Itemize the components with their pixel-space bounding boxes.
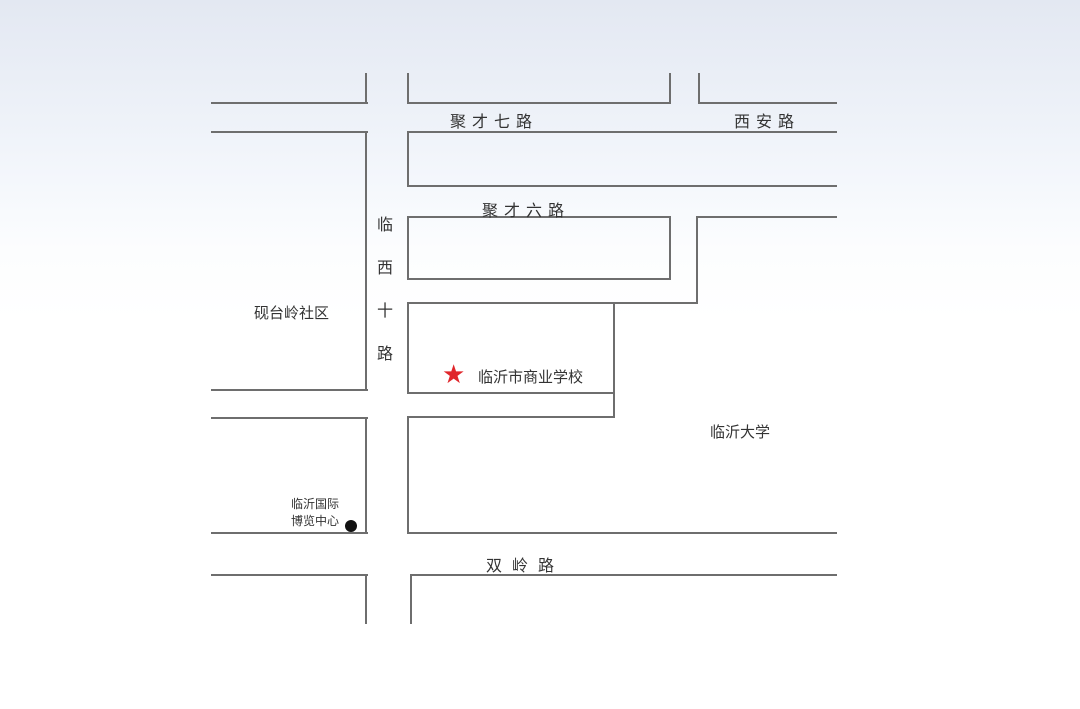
road-label-juncai-7: 聚才七路 <box>450 112 539 131</box>
road-edge <box>365 73 367 104</box>
road-edge <box>698 102 837 104</box>
road-edge <box>407 416 409 534</box>
road-edge <box>407 302 409 394</box>
road-edge <box>407 392 615 394</box>
road-edge <box>669 216 671 280</box>
road-edge <box>365 131 367 391</box>
road-edge <box>407 216 671 218</box>
road-edge <box>698 73 700 104</box>
place-label-expo[interactable]: 临沂国际 博览中心 <box>291 496 339 530</box>
road-char: 临 <box>376 215 393 234</box>
road-edge <box>696 216 837 218</box>
road-edge <box>410 574 837 576</box>
place-label-yantailing: 砚台岭社区 <box>254 304 330 322</box>
road-edge <box>211 131 368 133</box>
road-edge <box>407 532 837 534</box>
road-edge <box>407 302 698 304</box>
road-edge <box>211 532 368 534</box>
road-edge <box>211 417 368 419</box>
road-edge <box>669 73 671 104</box>
place-label-school[interactable]: 临沂市商业学校 <box>478 368 584 386</box>
road-edge <box>211 574 368 576</box>
road-edge <box>407 216 409 280</box>
road-char: 十 <box>376 301 393 320</box>
road-edge <box>407 131 837 133</box>
road-char: 西 <box>376 258 393 277</box>
road-edge <box>365 417 367 534</box>
road-char: 路 <box>376 344 393 363</box>
road-edge <box>696 216 698 304</box>
road-label-linxi-10: 临 西 十 路 <box>375 203 395 375</box>
road-edge <box>407 416 615 418</box>
road-edge <box>211 102 368 104</box>
dot-icon[interactable] <box>345 520 357 532</box>
road-edge <box>407 73 409 104</box>
road-label-xian: 西安路 <box>734 112 801 131</box>
road-label-juncai-6: 聚才六路 <box>482 201 571 220</box>
road-edge <box>410 574 412 624</box>
expo-label-line2: 博览中心 <box>291 514 340 528</box>
road-edge <box>365 574 367 624</box>
road-edge <box>613 302 615 418</box>
road-edge <box>407 131 409 187</box>
road-label-shuangling: 双岭路 <box>486 556 565 575</box>
road-edge <box>407 102 671 104</box>
road-edge <box>407 278 671 280</box>
road-edge <box>211 389 368 391</box>
road-edge <box>407 185 837 187</box>
star-icon[interactable]: ★ <box>442 360 466 390</box>
expo-label-line1: 临沂国际 <box>291 497 340 511</box>
place-label-university[interactable]: 临沂大学 <box>710 423 771 441</box>
